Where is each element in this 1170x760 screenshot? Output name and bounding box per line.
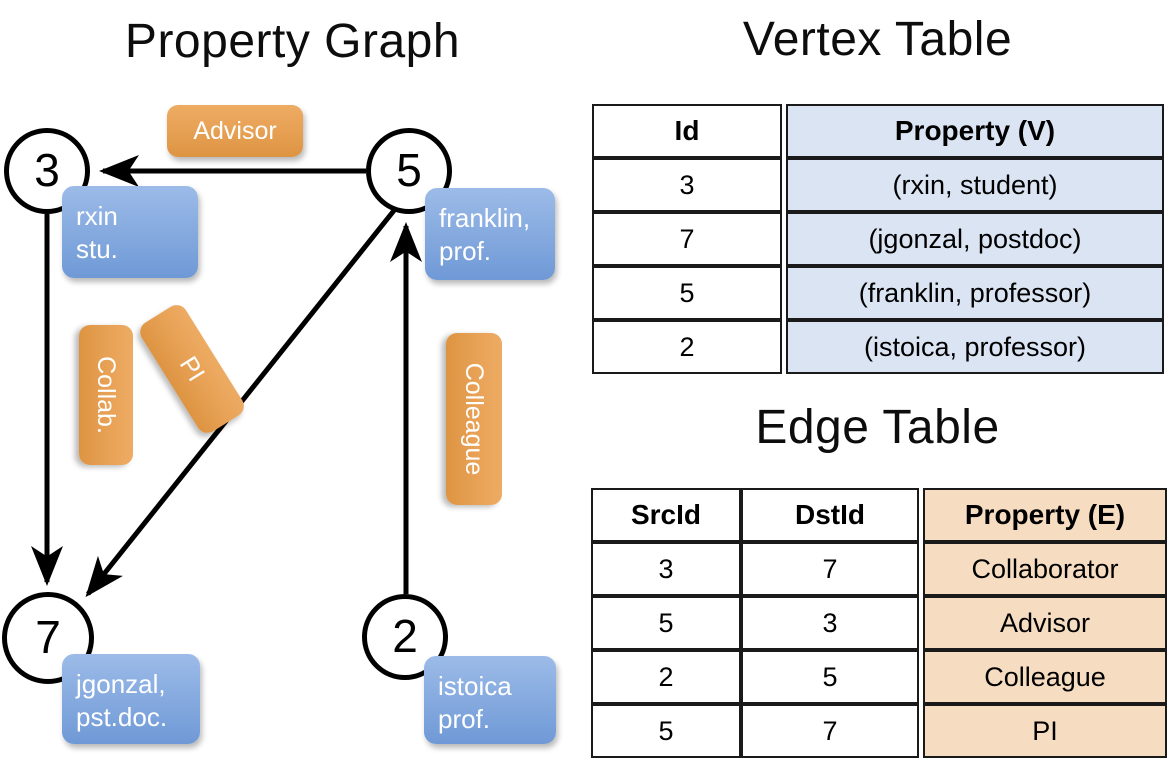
edge-table-header-row: SrcId DstId Property (E) (591, 488, 1167, 542)
edge-table: SrcId DstId Property (E) 3 7 Collaborato… (591, 488, 1167, 758)
edge-table-column-gap (919, 488, 923, 542)
vertex-node-5: 5 (366, 128, 452, 214)
table-row: 3 (rxin, student) (592, 158, 1164, 212)
vertex-table-header-property: Property (V) (786, 104, 1164, 158)
vertex-table-header-id: Id (592, 104, 782, 158)
edge-table-column-gap (919, 704, 923, 758)
vertex-table-column-gap (782, 266, 786, 320)
page-title-edge-table: Edge Table (755, 401, 1000, 454)
vertex-node-7-id: 7 (35, 611, 61, 663)
vertex-property-box-3-line2: stu. (76, 234, 118, 264)
edge-label-advisor: Advisor (167, 105, 303, 157)
vertex-property-box-5-line1: franklin, (439, 203, 531, 233)
vertex-row-0-id: 3 (592, 158, 782, 212)
vertex-row-2-property: (franklin, professor) (786, 266, 1164, 320)
page-title-property-graph: Property Graph (124, 15, 461, 68)
edge-row-1-dst: 3 (741, 596, 919, 650)
edge-row-1-property: Advisor (923, 596, 1167, 650)
edge-row-0-dst: 7 (741, 542, 919, 596)
edge-row-3-property: PI (923, 704, 1167, 758)
vertex-table-column-gap (782, 212, 786, 266)
edge-row-0-src: 3 (591, 542, 741, 596)
table-row: 5 3 Advisor (591, 596, 1167, 650)
edge-row-2-property: Colleague (923, 650, 1167, 704)
edge-label-collab: Collab. (79, 325, 133, 465)
vertex-row-2-id: 5 (592, 266, 782, 320)
vertex-property-box-2-line2: prof. (438, 704, 491, 734)
vertex-table-header-row: Id Property (V) (592, 104, 1164, 158)
edge-row-2-dst: 5 (741, 650, 919, 704)
edge-table-column-gap (919, 596, 923, 650)
vertex-row-0-property: (rxin, student) (786, 158, 1164, 212)
table-row: 7 (jgonzal, postdoc) (592, 212, 1164, 266)
vertex-property-box-3-line1: rxin (76, 201, 118, 231)
edge-label-pi-text: PI (174, 351, 211, 387)
edge-row-2-src: 2 (591, 650, 741, 704)
table-row: 2 5 Colleague (591, 650, 1167, 704)
vertex-row-3-property: (istoica, professor) (786, 320, 1164, 374)
edge-table-header-srcid: SrcId (591, 488, 741, 542)
edge-table-header-property: Property (E) (923, 488, 1167, 542)
vertex-property-box-2: istoica prof. (424, 656, 556, 744)
vertex-property-box-5-line2: prof. (439, 236, 492, 266)
vertex-property-box-2-line1: istoica (438, 671, 512, 701)
edge-label-colleague: Colleague (446, 333, 502, 505)
edge-label-advisor-text: Advisor (193, 116, 277, 145)
vertex-row-1-id: 7 (592, 212, 782, 266)
vertex-node-2: 2 (362, 594, 448, 680)
vertex-property-box-3: rxin stu. (62, 186, 198, 278)
vertex-property-box-7-line1: jgonzal, (76, 669, 166, 699)
table-row: 2 (istoica, professor) (592, 320, 1164, 374)
edge-table-header-dstid: DstId (741, 488, 919, 542)
vertex-row-3-id: 2 (592, 320, 782, 374)
vertex-node-3-id: 3 (34, 144, 60, 196)
vertex-table-column-gap (782, 320, 786, 374)
table-row: 5 (franklin, professor) (592, 266, 1164, 320)
vertex-property-box-5: franklin, prof. (425, 188, 555, 280)
edge-label-colleague-text: Colleague (460, 362, 489, 476)
edge-row-1-src: 5 (591, 596, 741, 650)
vertex-node-5-id: 5 (396, 144, 422, 196)
vertex-node-2-id: 2 (392, 610, 418, 662)
table-row: 3 7 Collaborator (591, 542, 1167, 596)
vertex-table-column-gap (782, 158, 786, 212)
vertex-table-column-gap (782, 104, 786, 158)
edge-row-0-property: Collaborator (923, 542, 1167, 596)
edge-table-column-gap (919, 650, 923, 704)
table-row: 5 7 PI (591, 704, 1167, 758)
property-graph-panel: Property Graph Advisor Collab. PI Collea… (2, 15, 556, 744)
vertex-row-1-property: (jgonzal, postdoc) (786, 212, 1164, 266)
vertex-property-box-7: jgonzal, pst.doc. (62, 654, 200, 744)
edge-label-collab-text: Collab. (92, 356, 121, 434)
vertex-property-box-7-line2: pst.doc. (76, 702, 168, 732)
page-title-vertex-table: Vertex Table (742, 13, 1013, 66)
edge-table-column-gap (919, 542, 923, 596)
vertex-table: Id Property (V) 3 (rxin, student) 7 (jgo… (592, 104, 1164, 374)
edge-row-3-src: 5 (591, 704, 741, 758)
edge-row-3-dst: 7 (741, 704, 919, 758)
